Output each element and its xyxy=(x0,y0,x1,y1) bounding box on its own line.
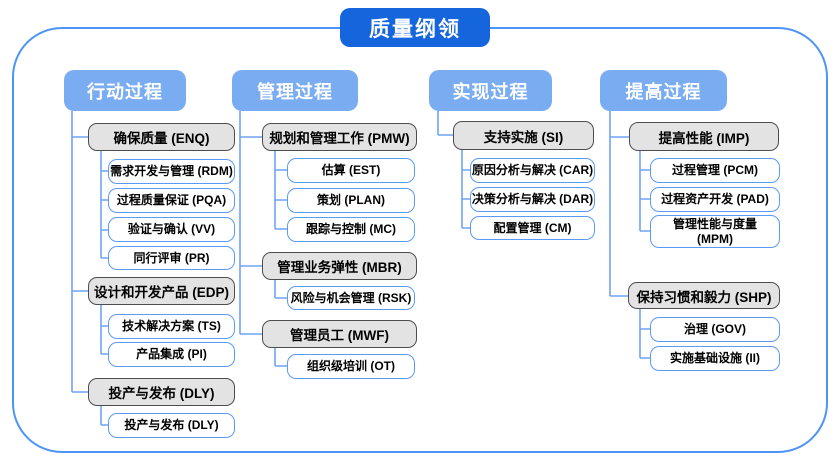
leaf-rdm: 需求开发与管理 (RDM) xyxy=(108,159,235,184)
header-management-process: 管理过程 xyxy=(232,70,358,111)
leaf-pr: 同行评审 (PR) xyxy=(108,246,235,270)
group-shp: 保持习惯和毅力 (SHP) xyxy=(628,282,780,309)
group-mwf: 管理员工 (MWF) xyxy=(262,320,417,348)
header-improvement-process: 提高过程 xyxy=(600,70,727,111)
group-imp: 提高性能 (IMP) xyxy=(629,122,779,151)
group-dly: 投产与发布 (DLY) xyxy=(88,378,235,406)
leaf-cm: 配置管理 (CM) xyxy=(470,216,595,240)
leaf-rsk: 风险与机会管理 (RSK) xyxy=(287,286,415,310)
leaf-car: 原因分析与解决 (CAR) xyxy=(470,158,595,183)
leaf-pad: 过程资产开发 (PAD) xyxy=(650,187,780,212)
group-pmw: 规划和管理工作 (PMW) xyxy=(262,123,417,151)
connector-col4 xyxy=(609,111,650,359)
leaf-gov: 治理 (GOV) xyxy=(650,317,780,342)
header-implementation-process: 实现过程 xyxy=(429,70,552,111)
leaf-ts: 技术解决方案 (TS) xyxy=(108,314,235,339)
leaf-plan: 策划 (PLAN) xyxy=(287,188,415,213)
root-title-node: 质量纲领 xyxy=(340,8,490,47)
group-enq: 确保质量 (ENQ) xyxy=(88,123,235,151)
group-si: 支持实施 (SI) xyxy=(453,121,594,150)
connector-col3 xyxy=(437,111,470,229)
leaf-est: 估算 (EST) xyxy=(287,158,415,183)
header-action-process: 行动过程 xyxy=(64,70,186,111)
leaf-dar: 决策分析与解决 (DAR) xyxy=(470,187,595,212)
leaf-mpm: 管理性能与度量 (MPM) xyxy=(650,215,780,248)
leaf-pi: 产品集成 (PI) xyxy=(108,342,235,367)
leaf-ot: 组织级培训 (OT) xyxy=(287,354,415,379)
leaf-pqa: 过程质量保证 (PQA) xyxy=(108,188,235,213)
connector-col2 xyxy=(239,111,287,367)
leaf-pcm: 过程管理 (PCM) xyxy=(650,158,780,183)
group-mbr: 管理业务弹性 (MBR) xyxy=(262,252,417,280)
leaf-vv: 验证与确认 (VV) xyxy=(108,217,235,242)
leaf-dly: 投产与发布 (DLY) xyxy=(108,413,235,438)
leaf-ii: 实施基础设施 (II) xyxy=(650,346,780,371)
group-edp: 设计和开发产品 (EDP) xyxy=(88,277,235,305)
leaf-mc: 跟踪与控制 (MC) xyxy=(287,217,415,242)
connector-col1 xyxy=(71,111,108,426)
